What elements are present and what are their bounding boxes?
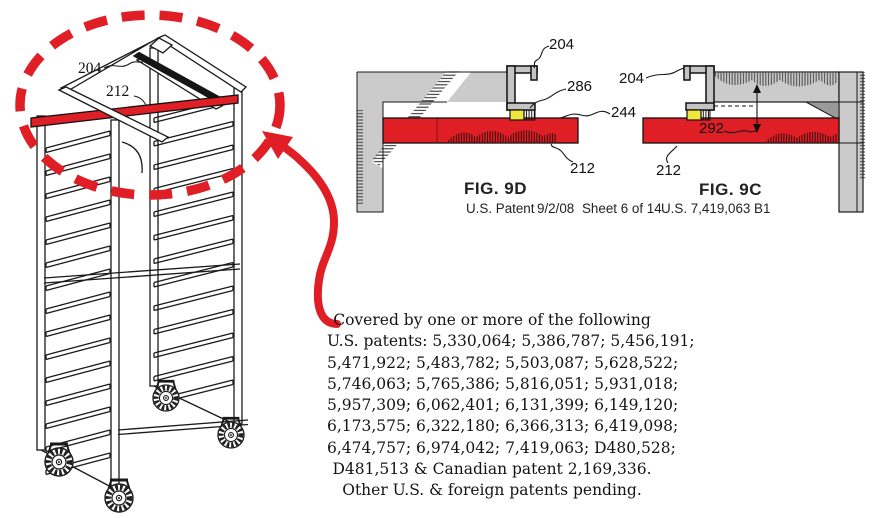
fig9c-label-204: 204: [619, 70, 645, 87]
rack-post: [36, 115, 46, 451]
arrow-head: [262, 131, 293, 159]
fig9c-caption: FIG. 9C: [699, 180, 763, 199]
leader-lines: [103, 45, 757, 164]
fig9d-label-204: 204: [549, 36, 575, 53]
patent-notice-line: Other U.S. & foreign patents pending.: [342, 481, 642, 500]
fig9c-label-212: 212: [656, 162, 682, 179]
caster-wheel: [45, 444, 73, 476]
caster-wheel: [153, 381, 179, 411]
fig9c-spacer: [686, 109, 702, 121]
rack-angle-bar-204: [132, 51, 225, 104]
fig9d-caption: FIG. 9D: [464, 179, 528, 198]
patent-notice-line: U.S. patents: 5,330,064; 5,386,787; 5,45…: [327, 332, 695, 351]
fig9d-label-286: 286: [567, 78, 593, 95]
caption-patent-number: U.S. 7,419,063 B1: [661, 201, 771, 216]
fig9d-spacer-286: [509, 109, 525, 121]
rack-red-rail-212: [30, 94, 239, 128]
patent-notice: Covered by one or more of the following …: [327, 310, 695, 502]
patent-notice-line: 5,471,922; 5,483,782; 5,503,087; 5,628,5…: [327, 353, 679, 372]
patent-notice-line: 6,173,575; 6,322,180; 6,366,313; 6,419,0…: [327, 417, 679, 436]
rack-post: [110, 119, 120, 489]
caption-date: 9/2/08: [537, 201, 575, 216]
rack-base-rails: [40, 385, 235, 490]
rack-shelves-right: [153, 97, 234, 406]
rack-top-frame: [30, 34, 248, 174]
patent-notice-line: Covered by one or more of the following: [333, 311, 651, 329]
gusset: [805, 101, 840, 121]
highlight-ellipse: [15, 10, 285, 200]
caster-wheel: [218, 418, 244, 448]
rack-drawing: [30, 34, 249, 512]
weld-hatching: [765, 131, 838, 142]
patent-notice-line: 5,957,309; 6,062,401; 6,131,399; 6,149,1…: [327, 396, 679, 415]
rack-post: [149, 47, 159, 387]
rack-casters: [45, 381, 244, 512]
weld-hatching: [712, 73, 837, 87]
callout-arrow: [262, 131, 341, 328]
rack-label-204: 204: [78, 60, 102, 77]
fig9c-label-292: 292: [699, 120, 725, 137]
fig9d-drawing: [356, 65, 579, 213]
caption-sheet: Sheet 6 of 14: [582, 201, 662, 216]
caption-publication: U.S. Patent: [466, 201, 535, 216]
caster-wheel: [105, 480, 133, 512]
rack-mid-brace: [43, 263, 241, 284]
fig9c-bracket-204: [683, 65, 715, 121]
patent-notice-line: D481,513 & Canadian patent 2,169,336.: [332, 460, 652, 479]
rack-label-212: 212: [106, 83, 130, 100]
patent-notice-line: 6,474,757; 6,974,042; 7,419,063; D480,52…: [327, 438, 676, 457]
fig9c-drawing: [642, 65, 865, 213]
fig9d-bracket-204: [506, 65, 538, 121]
weld-hatching: [447, 130, 557, 142]
patent-notice-line: 5,746,063; 5,765,386; 5,816,051; 5,931,0…: [327, 374, 679, 393]
fig9d-label-212: 212: [570, 160, 596, 177]
rack-post: [233, 87, 243, 425]
rack-protruding-rail: [57, 86, 170, 143]
fig9d-label-244: 244: [611, 104, 637, 121]
